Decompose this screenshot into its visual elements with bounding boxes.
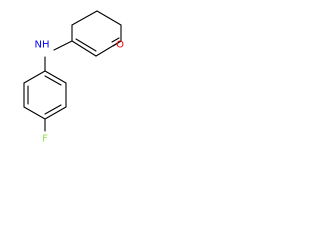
bond-ar3-ar4	[23, 106, 46, 120]
structure-diagram: O NH F	[23, 10, 124, 145]
bond-carbonyl-a	[112, 40, 122, 47]
bond-c1-c2	[71, 10, 98, 26]
amine-linkage: NH	[35, 40, 73, 72]
fluorophenyl-ring	[23, 70, 67, 120]
bond-c4-c5	[71, 40, 97, 57]
bond-c5-n	[53, 40, 73, 51]
bond-c2-c3	[96, 10, 122, 26]
carbonyl-group: O	[111, 37, 124, 51]
bond-ar6-ar1	[44, 70, 67, 84]
bond-ar6-ar1-inner	[44, 75, 62, 86]
bond-ar1-ar2	[23, 70, 46, 84]
fluoro-substituent: F	[42, 118, 48, 145]
oxygen-label: O	[116, 40, 124, 51]
fluorine-label: F	[42, 134, 48, 145]
bond-c4-c5-double	[75, 38, 97, 52]
nitrogen-label: NH	[35, 40, 50, 51]
bond-carbonyl-b	[111, 37, 120, 43]
cyclohexenone-ring	[71, 10, 122, 57]
bond-ar4-ar5-inner	[44, 104, 62, 115]
bond-ar4-ar5	[44, 106, 67, 120]
